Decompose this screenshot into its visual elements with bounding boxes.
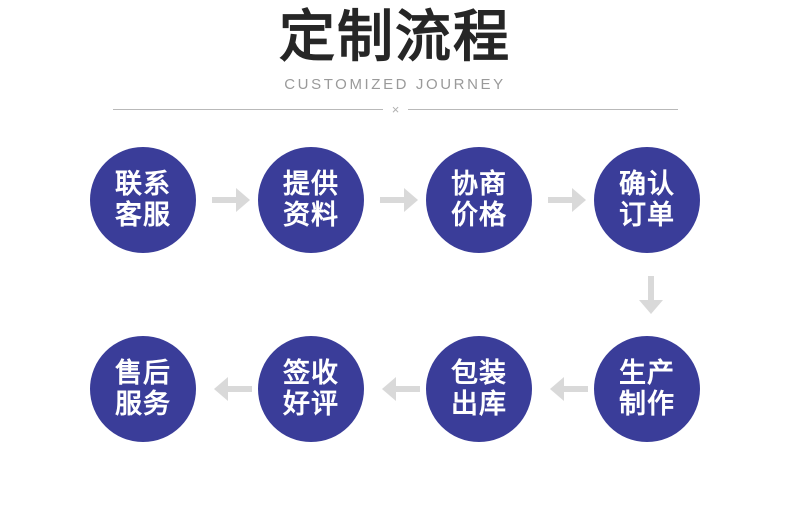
arrow-shaft <box>648 276 654 302</box>
arrow-right-icon <box>380 188 420 212</box>
arrow-shaft <box>394 386 420 392</box>
flow-node-confirm-order[interactable]: 确认 订单 <box>594 147 700 253</box>
arrow-head <box>214 377 228 401</box>
node-label-line1: 签收 <box>283 358 339 388</box>
flow-node-negotiate-price[interactable]: 协商 价格 <box>426 147 532 253</box>
arrow-head <box>550 377 564 401</box>
node-label-line2: 资料 <box>283 200 339 230</box>
page-subtitle: CUSTOMIZED JOURNEY <box>284 76 506 93</box>
arrow-shaft <box>226 386 252 392</box>
node-label-line2: 客服 <box>115 200 171 230</box>
flow-node-contact-support[interactable]: 联系 客服 <box>90 147 196 253</box>
arrow-shaft <box>562 386 588 392</box>
title-divider: × <box>113 100 678 118</box>
arrow-head <box>404 188 418 212</box>
flow-node-sign-and-review[interactable]: 签收 好评 <box>258 336 364 442</box>
node-label-line1: 确认 <box>619 169 675 199</box>
header: 定制流程 CUSTOMIZED JOURNEY <box>0 0 790 94</box>
arrow-left-icon <box>548 377 588 401</box>
node-label-line2: 出库 <box>451 389 507 419</box>
node-label-line1: 售后 <box>115 358 171 388</box>
flow-row-top: 联系 客服 提供 资料 协商 价格 确认 订单 <box>0 147 790 253</box>
node-label-line1: 包装 <box>451 358 507 388</box>
divider-cross-icon: × <box>391 101 400 117</box>
flow-node-after-sales-service[interactable]: 售后 服务 <box>90 336 196 442</box>
divider-line-right <box>408 108 678 110</box>
node-label-line2: 制作 <box>619 389 675 419</box>
node-label-line2: 价格 <box>451 200 507 230</box>
arrow-head <box>236 188 250 212</box>
arrow-right-icon <box>212 188 252 212</box>
arrow-left-icon <box>212 377 252 401</box>
arrow-head <box>382 377 396 401</box>
node-label-line2: 订单 <box>619 200 675 230</box>
divider-line-left <box>113 108 383 110</box>
flow-row-bottom: 售后 服务 签收 好评 包装 出库 生产 制作 <box>0 336 790 442</box>
flow-node-packaging-shipping[interactable]: 包装 出库 <box>426 336 532 442</box>
arrow-shaft <box>548 197 574 203</box>
arrow-shaft <box>380 197 406 203</box>
flow-node-production-manufacturing[interactable]: 生产 制作 <box>594 336 700 442</box>
arrow-down-icon <box>639 276 663 316</box>
arrow-left-icon <box>380 377 420 401</box>
node-label-line1: 提供 <box>283 169 339 199</box>
arrow-right-icon <box>548 188 588 212</box>
arrow-head <box>572 188 586 212</box>
flow-node-provide-materials[interactable]: 提供 资料 <box>258 147 364 253</box>
node-label-line2: 服务 <box>115 389 171 419</box>
node-label-line1: 协商 <box>451 169 507 199</box>
node-label-line1: 生产 <box>619 358 675 388</box>
page-title: 定制流程 <box>279 5 511 68</box>
arrow-head <box>639 300 663 314</box>
node-label-line2: 好评 <box>283 389 339 419</box>
arrow-shaft <box>212 197 238 203</box>
node-label-line1: 联系 <box>115 169 171 199</box>
